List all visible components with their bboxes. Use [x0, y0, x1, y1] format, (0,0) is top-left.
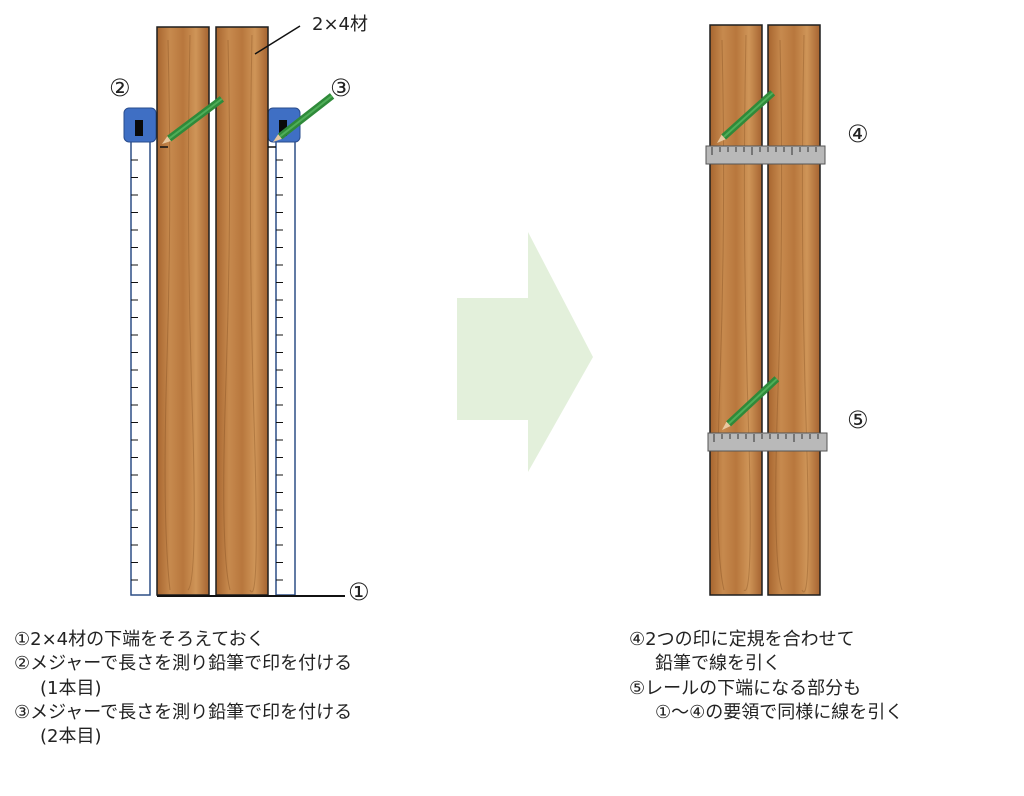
caption-left-1: ①2×4材の下端をそろえておく: [14, 629, 265, 650]
tape-ticks-left: [131, 159, 138, 581]
captions-left: ①2×4材の下端をそろえておく ②メジャーで長さを測り鉛筆で印を付ける (1本目…: [14, 628, 352, 749]
tape-case-left-icon: [123, 107, 157, 143]
caption-right-4: ①〜④の要領で同様に線を引く: [655, 701, 904, 723]
pencil-left-1-icon: [162, 96, 225, 144]
marker-4: ④: [847, 120, 869, 148]
tape-measure-left: [123, 107, 157, 596]
ruler-upper: [705, 145, 826, 165]
lumber-board-left-2: [215, 26, 269, 596]
lumber-leader-line: [254, 25, 301, 55]
lumber-board-left-1: [156, 26, 210, 596]
caption-right-2: 鉛筆で線を引く: [655, 653, 781, 675]
tape-measure-right: [267, 107, 301, 596]
lumber-board-right-1: [709, 24, 763, 596]
lumber-board-right-2: [767, 24, 821, 596]
caption-left-4: ③メジャーで長さを測り鉛筆で印を付ける: [14, 701, 353, 723]
marker-1: ①: [348, 578, 370, 606]
marker-3: ③: [330, 74, 352, 102]
marker-5: ⑤: [847, 406, 869, 434]
caption-left-2: ②メジャーで長さを測り鉛筆で印を付ける: [14, 653, 353, 675]
pencil-right-lower-icon: [722, 376, 780, 430]
pencil-right-upper-icon: [717, 90, 776, 143]
captions-right: ④2つの印に定規を合わせて 鉛筆で線を引く ⑤レールの下端になる部分も ①〜④の…: [629, 628, 903, 725]
right-arrow-icon: [457, 232, 593, 472]
pencil-left-2-icon: [273, 93, 335, 142]
caption-left-5: (2本目): [40, 726, 102, 748]
label-lumber: 2×4材: [312, 14, 368, 35]
ruler-lower: [707, 432, 828, 452]
marker-2: ②: [109, 74, 131, 102]
caption-right-1: ④2つの印に定規を合わせて: [629, 629, 855, 650]
tape-ticks-right: [276, 159, 283, 581]
caption-right-3: ⑤レールの下端になる部分も: [629, 677, 862, 699]
caption-left-3: (1本目): [40, 677, 102, 699]
